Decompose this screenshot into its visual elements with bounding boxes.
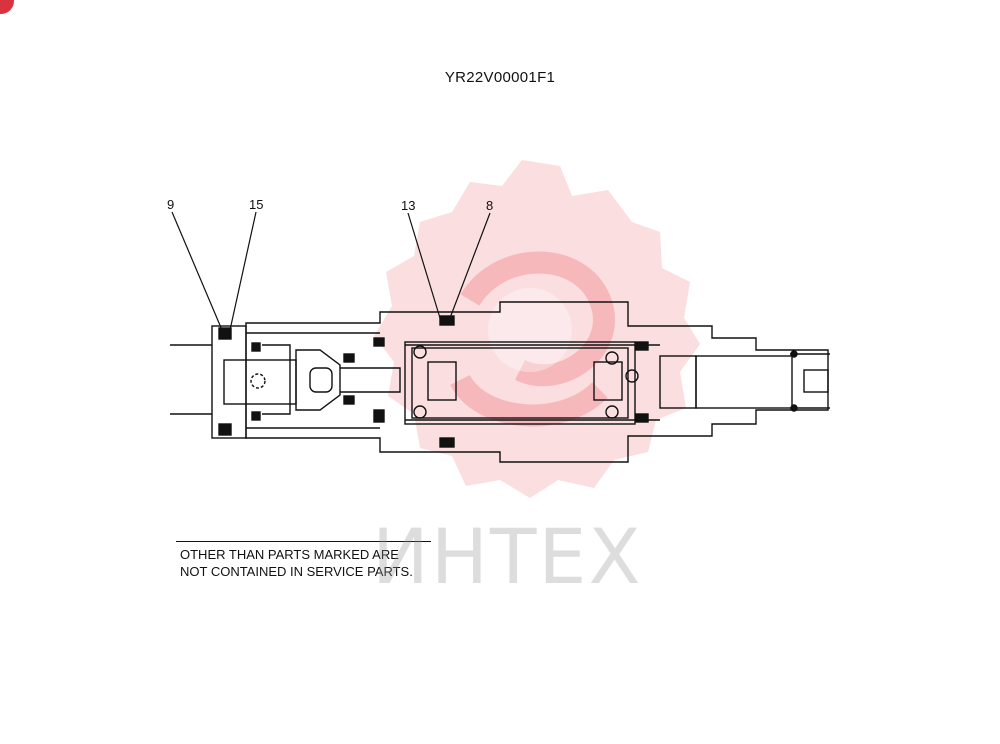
adjusting-screw xyxy=(695,355,793,409)
note-line-2: NOT CONTAINED IN SERVICE PARTS. xyxy=(180,564,413,579)
leader-line-9 xyxy=(171,211,223,331)
spring-coil-right xyxy=(625,369,639,383)
leader-line-8 xyxy=(449,212,491,319)
o-ring-right-top xyxy=(635,341,649,351)
document-code: YR22V00001F1 xyxy=(444,69,556,86)
seal-small-6 xyxy=(251,411,261,421)
spring-coil-bottom-left xyxy=(413,405,427,419)
spring-coil-top-left xyxy=(413,345,427,359)
o-ring-8 xyxy=(439,315,455,326)
o-ring-lower xyxy=(439,437,455,448)
callout-13: 13 xyxy=(401,198,416,213)
screw-slot xyxy=(803,369,829,393)
spring-coil-bottom-right xyxy=(605,405,619,419)
leader-line-15 xyxy=(229,211,257,331)
callout-15: 15 xyxy=(249,197,264,212)
seat-sleeve xyxy=(262,344,291,415)
center-hole xyxy=(250,373,266,389)
spring-chamber-inner xyxy=(411,347,629,419)
poppet xyxy=(295,349,341,411)
leader-line-13 xyxy=(407,212,441,319)
seal-small-4 xyxy=(373,337,385,347)
spring-coil-top-right xyxy=(605,351,619,365)
screw-mark-bottom xyxy=(790,404,798,412)
note-line-1: OTHER THAN PARTS MARKED ARE xyxy=(180,547,399,562)
poppet-stem xyxy=(340,367,401,393)
screw-mark-top xyxy=(790,350,798,358)
callout-9: 9 xyxy=(167,197,175,212)
spring-retainer-right xyxy=(593,361,623,401)
left-bore xyxy=(223,359,297,405)
adjuster-housing xyxy=(659,355,697,409)
note-rule xyxy=(176,541,431,542)
service-parts-note: OTHER THAN PARTS MARKED ARE NOT CONTAINE… xyxy=(180,546,440,580)
spring-chamber xyxy=(404,341,636,425)
spring-retainer-left xyxy=(427,361,457,401)
valve-body-outline xyxy=(245,301,829,463)
seal-small-2 xyxy=(343,395,355,405)
o-ring-right-bottom xyxy=(635,413,649,423)
seal-small-1 xyxy=(343,353,355,363)
seal-small-5 xyxy=(251,342,261,352)
left-end-cap xyxy=(211,325,247,439)
callout-8: 8 xyxy=(486,198,494,213)
seal-ring-upper-left xyxy=(218,327,232,340)
watermark-text: ИНТЕХ xyxy=(372,512,643,601)
seal-small-3 xyxy=(373,409,385,423)
seal-ring-lower-left xyxy=(218,423,232,436)
poppet-ball xyxy=(309,367,333,393)
